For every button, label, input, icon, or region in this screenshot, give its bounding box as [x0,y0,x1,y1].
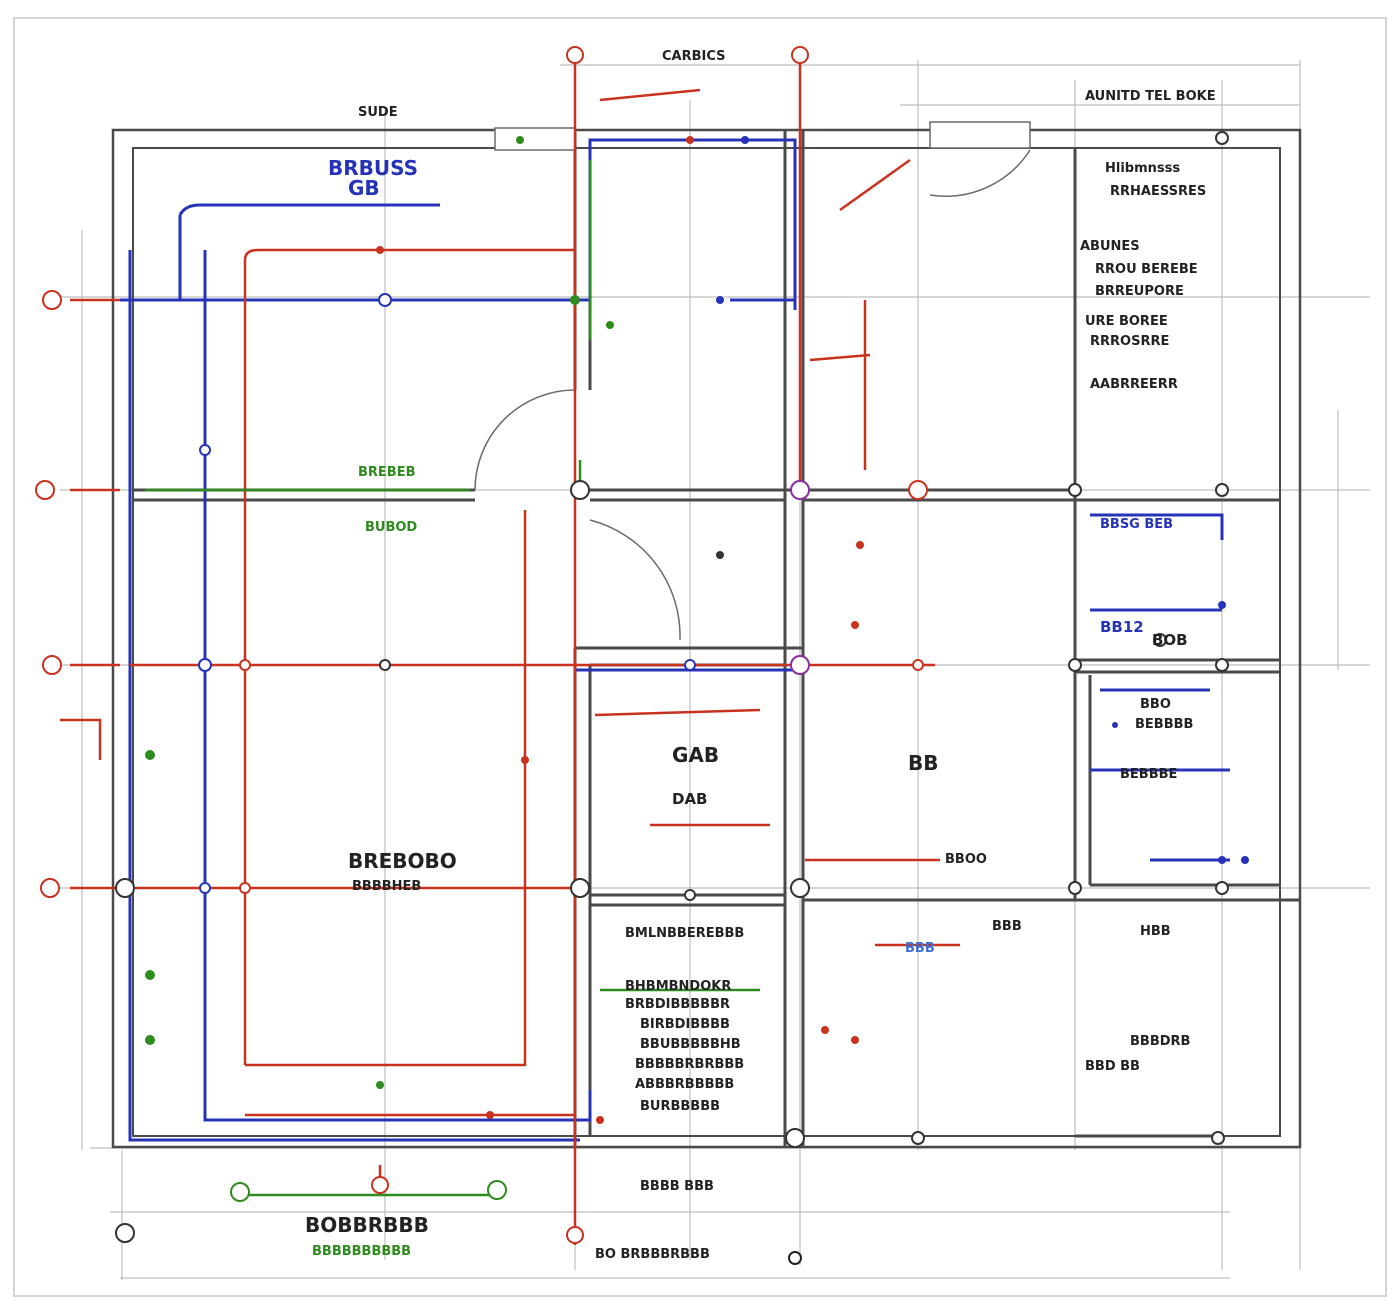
door-swings [474,121,1031,641]
page-frame [13,17,1387,1297]
label-ru-block-3: BOB [1152,631,1188,649]
labels: CARBICS AUNITD TEL BOKE SUDE BRBUSS GB H… [305,49,1216,1262]
label-mid-tag-2: BUBOD [365,520,417,535]
label-bottom-center: BO BRBBBRBBB [595,1247,710,1262]
label-hbb: HBB [1140,924,1171,939]
label-top-center: CARBICS [662,49,726,64]
grid-bubbles [35,46,1229,1265]
label-b00: BBOO [945,852,987,867]
label-top-right: AUNITD TEL BOKE [1085,89,1216,104]
label-mid-tag-1: BREBEB [358,465,416,480]
label-lower-right-3: BEBBBE [1120,767,1177,782]
legend-right-line-5: URE BOREE [1085,314,1168,329]
room-center-sub: DAB [672,790,708,808]
legend-right-line-4: BRREUPORE [1095,284,1184,299]
label-bottom-green-2: BBBBBBBBBB [312,1244,411,1259]
label-lower-right-1: BBO [1140,697,1171,712]
legend-center-line-2: BIRBDIBBBB [640,1017,730,1032]
green-pipes [145,160,760,1197]
room-center-name: GAB [672,743,719,767]
label-bottom-green-1: BOBBRBBB [305,1213,429,1237]
room-large-name: BREBOBO [348,849,457,873]
room-topleft-name: BRBUSS [328,156,418,180]
label-ru-block-1: BBSG BEB [1100,517,1173,532]
label-ru-block-2: BB12 [1100,618,1144,636]
note-bottom-right-2: BBD BB [1085,1059,1140,1074]
label-bbb: BBB [992,919,1022,934]
legend-right-line-6: RRROSRRE [1090,334,1169,349]
legend-right-line-1: RRHAESSRES [1110,184,1206,199]
walls [111,128,1302,1149]
legend-center-line-5: ABBBRBBBBB [635,1077,734,1092]
legend-right-line-2: ABUNES [1080,239,1140,254]
room-mid-right: BB [908,751,939,775]
note-bottom-right: BBBDRB [1130,1034,1190,1049]
legend-right-line-3: RROU BEREBE [1095,262,1198,277]
legend-center-line-3: BBUBBBBBHB [640,1037,741,1052]
legend-center-line-6: BURBBBBB [640,1099,720,1114]
fixture-dots [145,136,1249,1124]
room-topleft-sub: GB [348,176,380,200]
legend-center-title: BHBMBNDOKR [625,979,731,994]
legend-right-line-7: AABRREERR [1090,377,1178,392]
label-dim-small: BBB [905,941,935,956]
room-large-sub: BBBBHEB [352,879,421,894]
label-bottom-right-tag: BBBB BBB [640,1179,714,1194]
label-top-left-tag: SUDE [358,105,398,120]
legend-center-line-1: BRBDIBBBBBR [625,997,730,1012]
legend-center-head: BMLNBBEREBBB [625,926,744,941]
legend-right-title: Hlibmnsss [1105,161,1180,176]
legend-center-line-4: BBBBBRBRBBB [635,1057,744,1072]
blue-pipes [120,138,1230,1142]
red-pipes [60,60,960,1245]
label-lower-right-2: BEBBBB [1135,717,1193,732]
